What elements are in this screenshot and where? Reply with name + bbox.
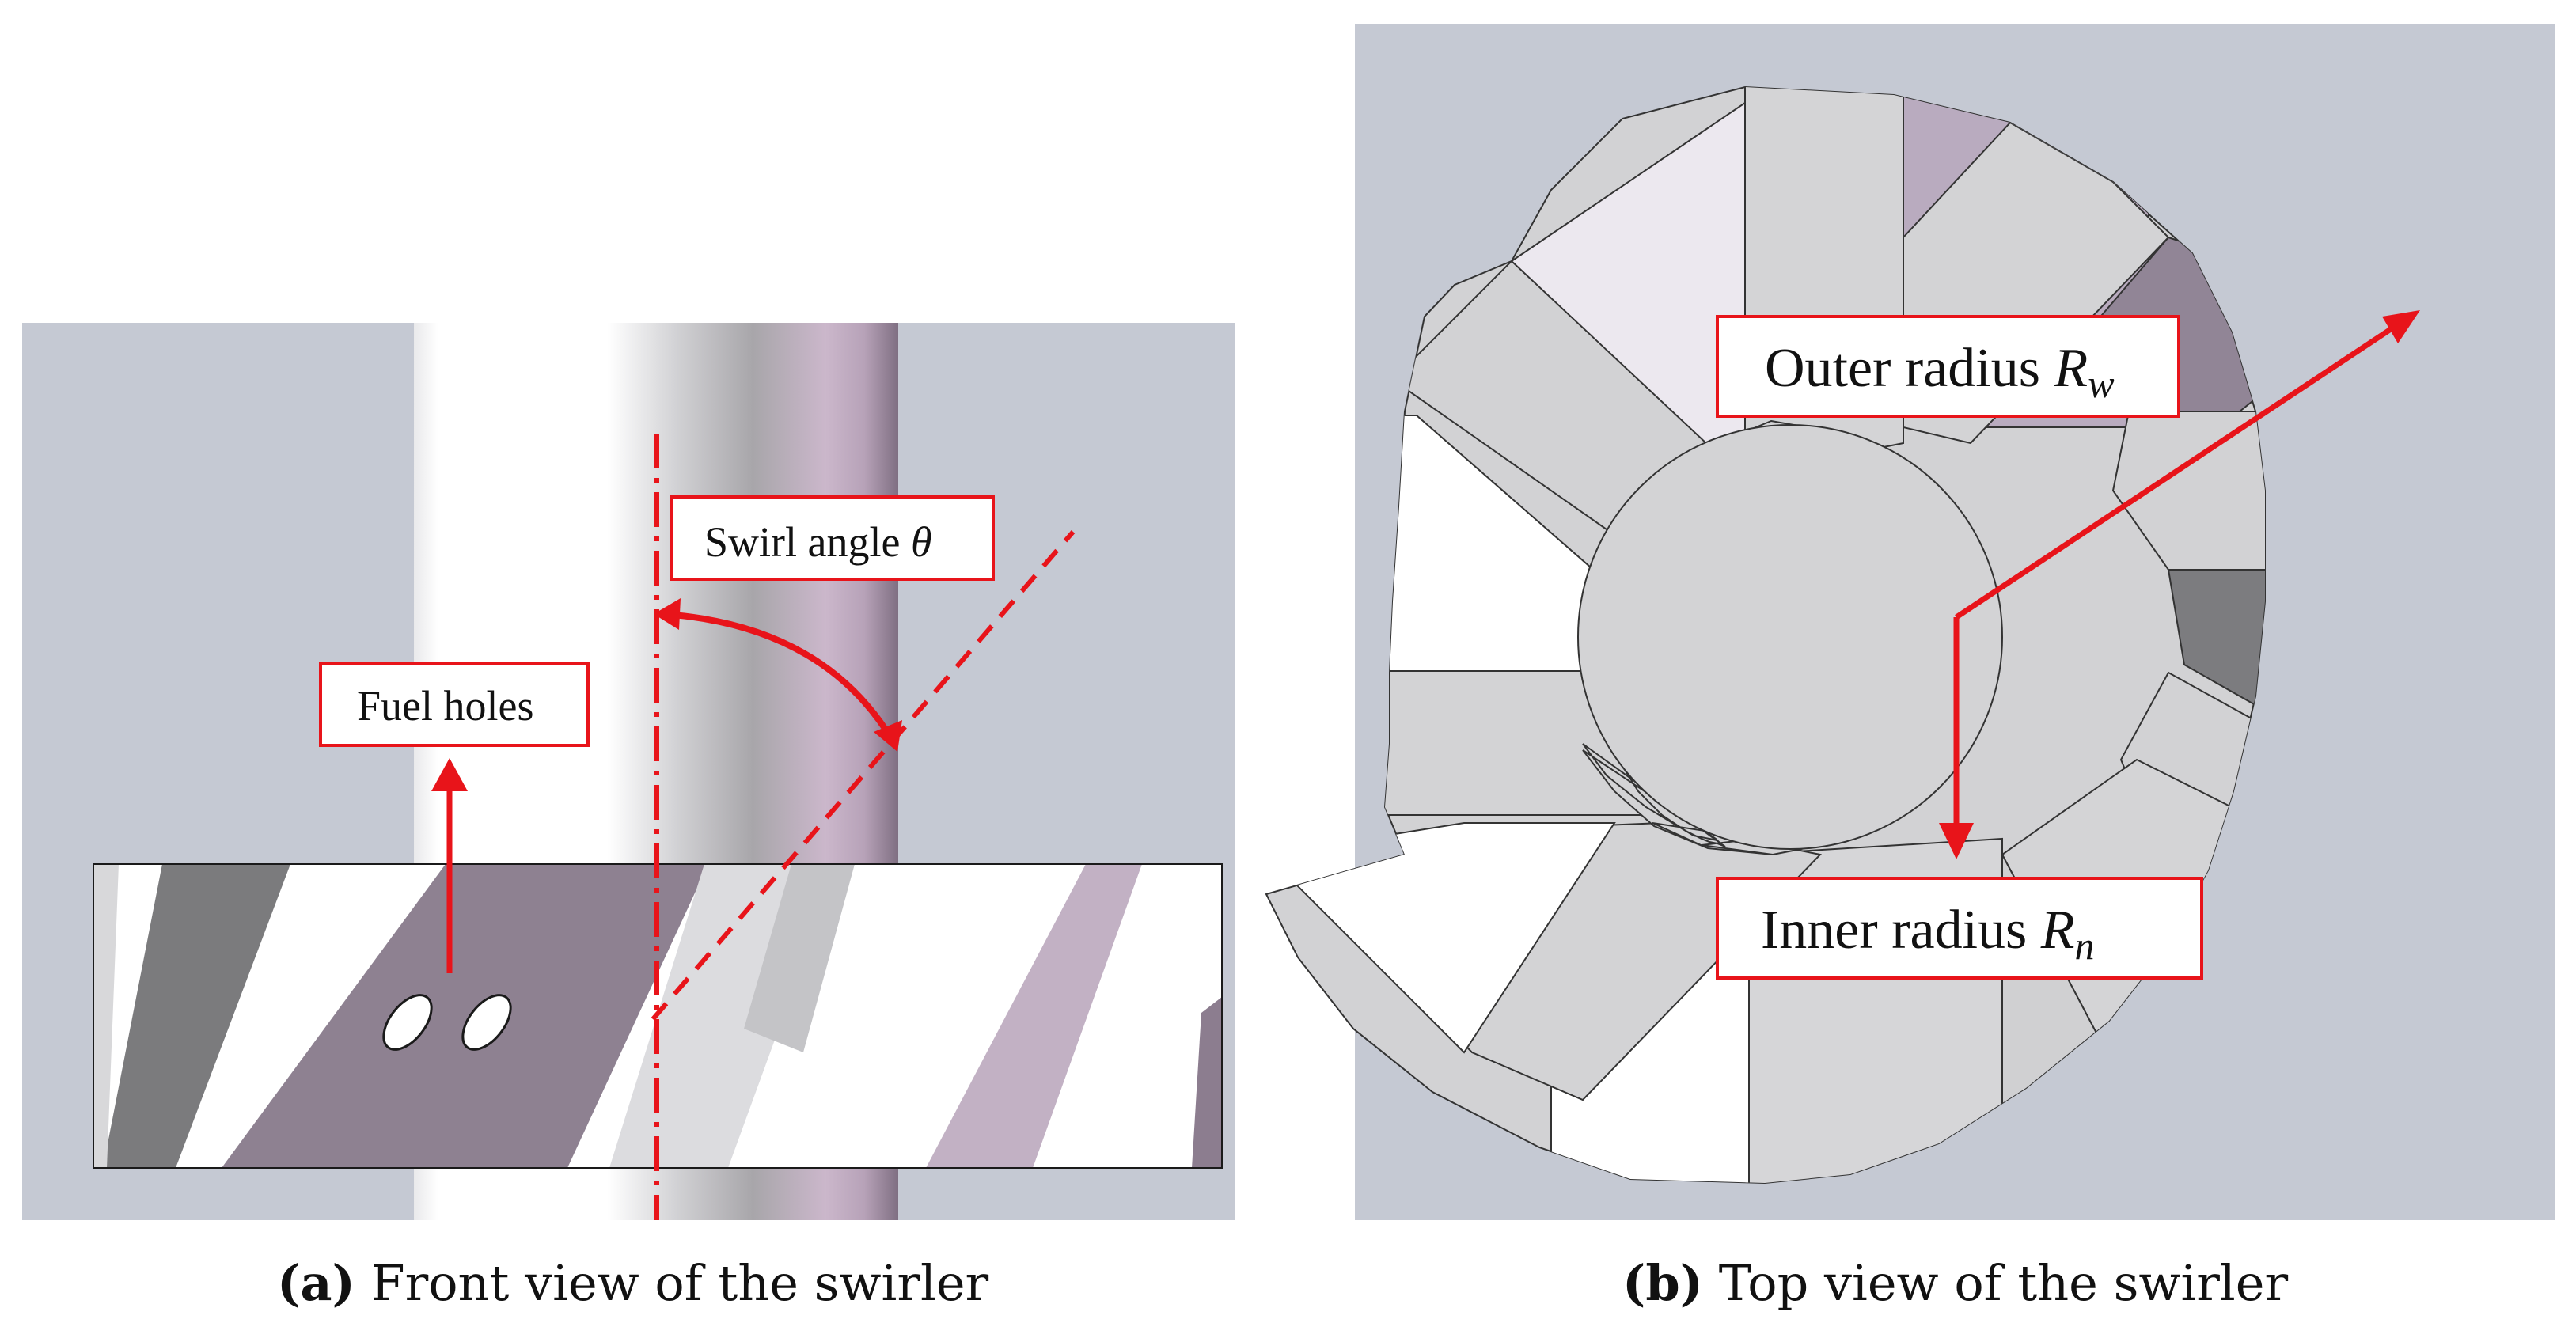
- inner-radius-label: Inner radius Rn: [1716, 877, 2203, 980]
- fuel-holes-arrowhead: [431, 758, 468, 791]
- blade-left-edge: [93, 864, 119, 1168]
- blade-purple-center: [222, 864, 708, 1168]
- outer-radius-symbol: R: [2053, 338, 2088, 399]
- caption-a-tag: (a): [277, 1254, 355, 1312]
- top-view-panel: Outer radius Rw Inner radius Rn: [1265, 24, 2555, 1220]
- blade-mauve-right: [926, 864, 1142, 1168]
- central-hub-face: [1577, 424, 2003, 850]
- swirl-angle-label: Swirl angle θ: [670, 495, 995, 581]
- swirl-angle-arc: [662, 611, 896, 743]
- swirl-angle-annotation: [651, 434, 1076, 1220]
- fuel-holes-label: Fuel holes: [319, 662, 590, 747]
- caption-top-view: (b) Top view of the swirler: [1622, 1254, 2288, 1312]
- front-view-panel: Swirl angle θ Fuel holes: [22, 323, 1235, 1220]
- blade-dark-left: [103, 864, 290, 1168]
- caption-front-view: (a) Front view of the swirler: [277, 1254, 988, 1312]
- fuel-hole-right: [461, 994, 512, 1051]
- svg-text:Inner radius Rn: Inner radius Rn: [1761, 900, 2095, 968]
- vane-right-upper: [2111, 411, 2265, 571]
- inner-radius-arrowhead: [1939, 823, 1974, 859]
- fuel-hole-left: [382, 994, 433, 1051]
- swirl-angle-text: Swirl angle: [704, 518, 900, 566]
- caption-a-text: Front view of the swirler: [370, 1254, 989, 1312]
- inner-radius-subscript: n: [2075, 923, 2095, 968]
- outer-radius-label: Outer radius Rw: [1716, 315, 2180, 418]
- svg-text:Swirl angle θ: Swirl angle θ: [704, 518, 932, 566]
- blade-purple-edge: [1192, 997, 1222, 1168]
- blade-band: [93, 863, 1223, 1169]
- inner-radius-symbol: R: [2040, 900, 2075, 961]
- blade-channel-shadow: [744, 864, 855, 1052]
- swirl-angle-symbol: θ: [911, 518, 932, 566]
- radius-annotation: [1939, 310, 2420, 859]
- fuel-holes-text: Fuel holes: [357, 682, 534, 730]
- caption-b-text: Top view of the swirler: [1718, 1254, 2289, 1312]
- outer-radius-text: Outer radius: [1765, 338, 2040, 399]
- vane-right-dark: [2167, 569, 2265, 832]
- svg-text:Outer radius Rw: Outer radius Rw: [1765, 338, 2115, 406]
- fuel-holes-annotation: [431, 758, 468, 973]
- blade-direction-line: [651, 530, 1076, 1021]
- caption-b-tag: (b): [1622, 1254, 1704, 1312]
- arc-arrowhead-right: [874, 720, 902, 752]
- outer-radius-subscript: w: [2088, 362, 2114, 406]
- outer-radius-arrowhead: [2382, 310, 2420, 343]
- inner-radius-text: Inner radius: [1761, 900, 2027, 961]
- arc-arrowhead-left: [654, 598, 681, 630]
- outer-radius-arrow-line: [1955, 322, 2400, 620]
